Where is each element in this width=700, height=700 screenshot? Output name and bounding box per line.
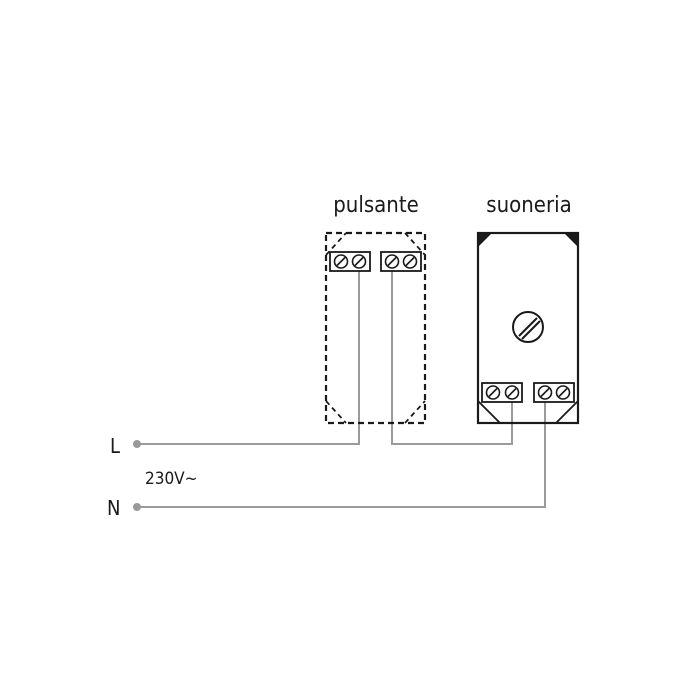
- bell-terminal-block-left: [481, 382, 523, 403]
- button-terminal-block-left: [329, 251, 371, 272]
- bell-frame: [476, 231, 580, 425]
- wires: [137, 266, 546, 508]
- line-l-label: L: [110, 434, 120, 458]
- terminal-n: [133, 503, 141, 511]
- terminal-l: [133, 440, 141, 448]
- wire-button-to-bell: [391, 266, 513, 445]
- bell-bottom-corners: [477, 400, 579, 424]
- bell-adjust-screw: [512, 311, 544, 343]
- bell-title: suoneria: [486, 193, 571, 218]
- wire-n: [137, 392, 546, 508]
- line-n-label: N: [107, 496, 120, 520]
- voltage-label: 230V~: [145, 469, 197, 489]
- bell: [476, 231, 580, 425]
- push-button: [324, 231, 427, 425]
- bell-corner-marks: [478, 233, 578, 247]
- button-title: pulsante: [333, 193, 419, 218]
- bell-terminal-block-right: [533, 382, 575, 403]
- button-terminal-block-right: [380, 251, 422, 272]
- wire-l: [137, 266, 360, 445]
- push-button-frame: [324, 231, 427, 425]
